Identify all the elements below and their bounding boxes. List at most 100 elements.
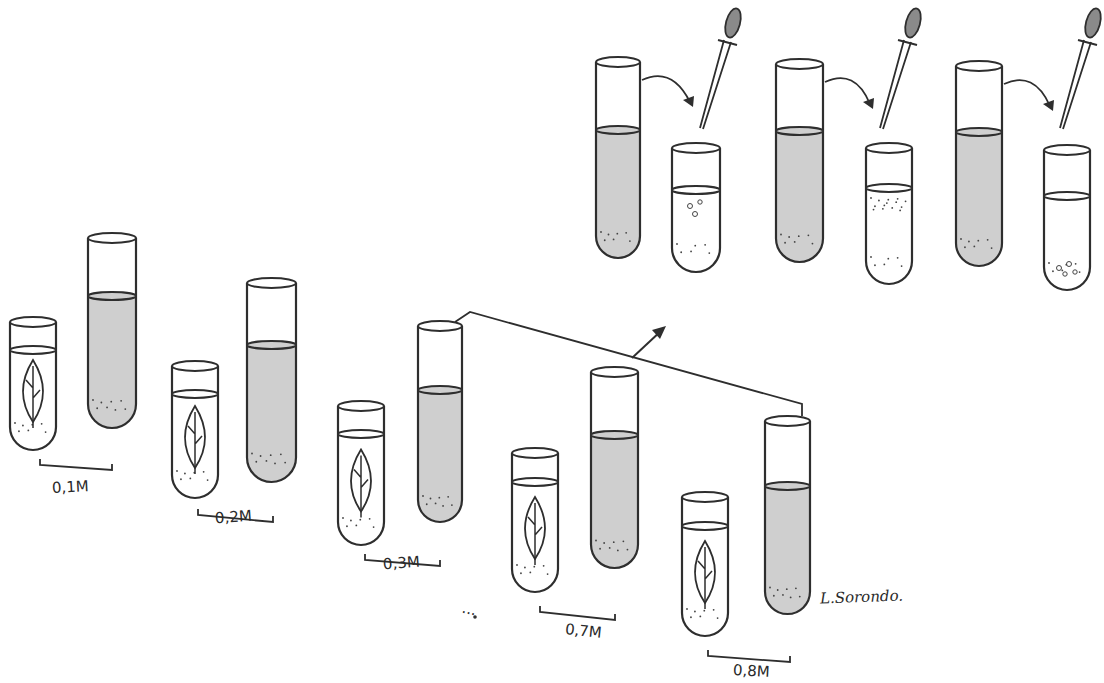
- leaf-vein: [528, 503, 542, 565]
- bubble: [1073, 270, 1077, 274]
- sediment-dot: [780, 234, 782, 236]
- dropper-bulb: [1082, 7, 1103, 40]
- sediment-dot: [600, 231, 602, 233]
- sediment-dot: [41, 423, 43, 425]
- sediment-dot: [882, 208, 884, 210]
- sediment-dot: [897, 257, 899, 259]
- sediment-dot: [603, 542, 605, 544]
- sediment-dot: [280, 453, 282, 455]
- concentration-label: 0,7M: [564, 622, 602, 641]
- dropper-glass: [700, 40, 731, 129]
- sediment-dot: [708, 252, 710, 254]
- liquid: [172, 394, 218, 498]
- sediment-dot: [435, 503, 437, 505]
- arrow-head: [1043, 100, 1054, 111]
- sediment-dot: [883, 264, 885, 266]
- sediment-dot: [447, 496, 449, 498]
- sediment-dot: [622, 540, 624, 542]
- sediment-dot: [812, 243, 814, 245]
- sediment-dot: [968, 241, 970, 243]
- sediment-dot: [608, 234, 610, 236]
- transfer-arrow: [1004, 80, 1050, 106]
- liquid-surface: [672, 186, 720, 194]
- sediment-dot: [1048, 262, 1050, 264]
- sediment-dot: [786, 588, 788, 590]
- sediment-dot: [901, 265, 903, 267]
- signature: L.Sorondo.: [820, 589, 904, 607]
- test-tube: [591, 372, 638, 568]
- sediment-dot: [422, 495, 424, 497]
- sediment-dot: [694, 245, 696, 247]
- sediment-dot: [260, 455, 262, 457]
- liquid-surface: [172, 390, 218, 398]
- liquid: [338, 434, 384, 545]
- liquid: [682, 526, 728, 636]
- sediment-dot: [690, 251, 692, 253]
- liquid: [596, 130, 640, 258]
- sediment-dot: [442, 505, 444, 507]
- sediment-dot: [690, 616, 692, 618]
- test-tube: [956, 66, 1002, 266]
- sediment-dot: [547, 573, 549, 575]
- sediment-dot: [529, 572, 531, 574]
- liquid: [88, 296, 136, 428]
- sediment-dot: [176, 470, 178, 472]
- liquid-surface: [596, 126, 640, 134]
- liquid: [247, 345, 296, 482]
- bubble: [698, 200, 702, 204]
- test-tube: [596, 62, 640, 258]
- sediment-dot: [717, 617, 719, 619]
- sediment-dot: [106, 407, 108, 409]
- transfer-arrow: [642, 76, 690, 102]
- liquid-surface: [418, 386, 462, 394]
- sediment-dot: [266, 460, 268, 462]
- arrow-head: [863, 98, 874, 109]
- liquid-surface: [1044, 192, 1090, 200]
- liquid: [418, 390, 462, 522]
- sediment-dot: [788, 236, 790, 238]
- sediment-dot: [977, 240, 979, 242]
- pair-bracket: [40, 459, 112, 470]
- liquid: [776, 131, 823, 262]
- dropper-glass: [1060, 40, 1091, 129]
- sediment-dot: [203, 471, 205, 473]
- concentration-label: 0,3M: [383, 555, 421, 573]
- sediment-dot: [901, 206, 903, 208]
- sediment-dot: [905, 200, 907, 202]
- sediment-dot: [1052, 270, 1054, 272]
- sediment-dot: [617, 550, 619, 552]
- leaf-vein: [354, 456, 368, 518]
- liquid-surface: [866, 184, 912, 192]
- sediment-dot: [625, 232, 627, 234]
- liquid: [10, 350, 56, 450]
- test-tube: [1044, 150, 1090, 290]
- liquid-surface: [512, 478, 558, 486]
- sediment-dot: [799, 596, 801, 598]
- sediment-dot: [604, 239, 606, 241]
- liquid: [866, 188, 912, 284]
- sediment-dot: [613, 541, 615, 543]
- bubble: [693, 212, 698, 217]
- leaf-vein: [698, 547, 712, 609]
- tube-rim: [672, 143, 720, 153]
- arrow-head: [683, 96, 694, 107]
- sediment-dot: [680, 251, 682, 253]
- sediment-dot: [255, 461, 257, 463]
- concentration-label: 0,2M: [215, 509, 253, 527]
- bubble: [1063, 272, 1067, 276]
- sediment-dot: [438, 497, 440, 499]
- test-tube: [172, 366, 218, 498]
- bubble: [1057, 266, 1062, 271]
- leaf-vein: [26, 366, 40, 428]
- dropper-collar: [1078, 40, 1097, 45]
- sediment-dot: [342, 517, 344, 519]
- sediment-dot: [426, 503, 428, 505]
- liquid: [512, 482, 558, 592]
- sediment-dot: [616, 233, 618, 235]
- test-tube: [776, 64, 823, 262]
- sediment-dot: [18, 430, 20, 432]
- tube-rim: [247, 278, 296, 288]
- test-tube: [247, 283, 296, 482]
- sediment-dot: [189, 478, 191, 480]
